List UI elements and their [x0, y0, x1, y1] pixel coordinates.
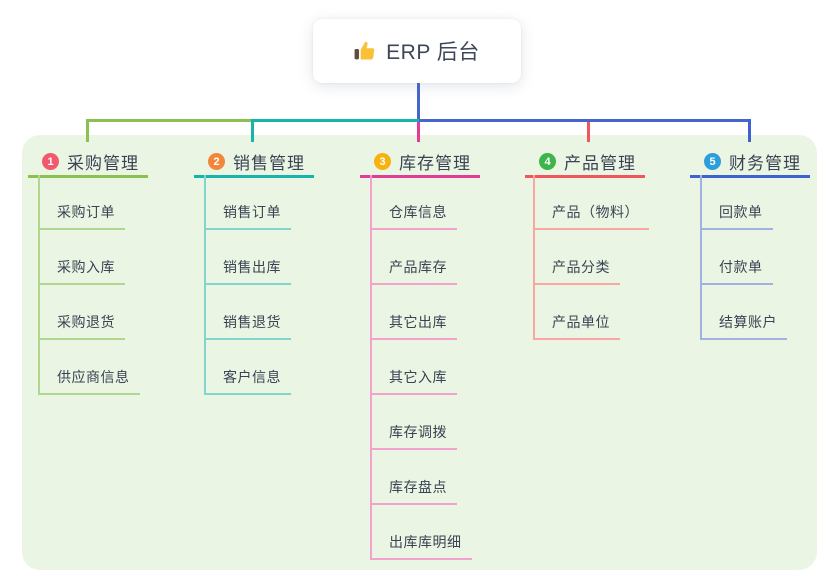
child-row: 采购入库 — [38, 230, 258, 285]
child-node[interactable]: 销售订单 — [204, 202, 291, 230]
branch-title: 产品管理 — [564, 154, 636, 173]
child-row: 产品分类 — [533, 230, 753, 285]
child-row: 产品库存 — [370, 230, 590, 285]
child-row: 结算账户 — [700, 285, 839, 340]
branch-children-3: 仓库信息产品库存其它出库其它入库库存调拨库存盘点出库库明细 — [370, 175, 590, 560]
child-node[interactable]: 结算账户 — [700, 312, 787, 340]
connector-h-segment-3 — [419, 119, 751, 122]
connector-h-segment-2 — [251, 119, 419, 122]
child-node[interactable]: 产品（物料） — [533, 202, 649, 230]
branch-children-2: 销售订单销售出库销售退货客户信息 — [204, 175, 424, 395]
branch-header-5[interactable]: 5 财务管理 — [690, 148, 810, 178]
child-row: 供应商信息 — [38, 340, 258, 395]
child-node[interactable]: 库存调拨 — [370, 422, 457, 450]
child-node[interactable]: 产品库存 — [370, 257, 457, 285]
branch-header-1[interactable]: 1 采购管理 — [28, 148, 148, 178]
branch-3-drop-line — [417, 122, 420, 142]
branch-title: 财务管理 — [729, 154, 801, 173]
branch-trunk-line — [370, 175, 372, 560]
child-row: 付款单 — [700, 230, 839, 285]
branch-4-drop-line — [587, 122, 590, 142]
branch-number-badge: 4 — [539, 153, 556, 170]
branch-children-5: 回款单付款单结算账户 — [700, 175, 839, 340]
branch-children-4: 产品（物料） 产品分类产品单位 — [533, 175, 753, 340]
branch-header-4[interactable]: 4 产品管理 — [525, 148, 645, 178]
thumbs-up-icon — [354, 41, 375, 60]
branch-header-2[interactable]: 2 销售管理 — [194, 148, 314, 178]
child-row: 采购订单 — [38, 175, 258, 230]
child-node[interactable]: 其它入库 — [370, 367, 457, 395]
child-node[interactable]: 付款单 — [700, 257, 773, 285]
child-node[interactable]: 采购退货 — [38, 312, 125, 340]
child-row: 出库库明细 — [370, 505, 590, 560]
child-row: 销售退货 — [204, 285, 424, 340]
branch-header-3[interactable]: 3 库存管理 — [360, 148, 480, 178]
branch-trunk-line — [204, 175, 206, 395]
child-node[interactable]: 库存盘点 — [370, 477, 457, 505]
background-panel — [22, 135, 817, 570]
child-row: 其它出库 — [370, 285, 590, 340]
child-node[interactable]: 客户信息 — [204, 367, 291, 395]
branch-number-badge: 2 — [208, 153, 225, 170]
child-node[interactable]: 其它出库 — [370, 312, 457, 340]
child-node[interactable]: 供应商信息 — [38, 367, 140, 395]
child-node[interactable]: 出库库明细 — [370, 532, 472, 560]
connector-h-segment-1 — [86, 119, 251, 122]
child-row: 其它入库 — [370, 340, 590, 395]
branch-1-drop-line — [86, 119, 89, 142]
branch-title: 销售管理 — [233, 154, 305, 173]
child-node[interactable]: 产品单位 — [533, 312, 620, 340]
child-row: 产品单位 — [533, 285, 753, 340]
child-node[interactable]: 采购入库 — [38, 257, 125, 285]
child-row: 销售订单 — [204, 175, 424, 230]
branch-number-badge: 1 — [42, 153, 59, 170]
child-node[interactable]: 产品分类 — [533, 257, 620, 285]
branch-title: 库存管理 — [399, 154, 471, 173]
child-row: 回款单 — [700, 175, 839, 230]
root-connector-line — [417, 83, 420, 119]
child-node[interactable]: 销售出库 — [204, 257, 291, 285]
branch-5-drop-line — [748, 119, 751, 142]
child-row: 产品（物料） — [533, 175, 753, 230]
branch-number-badge: 5 — [704, 153, 721, 170]
child-row: 库存盘点 — [370, 450, 590, 505]
child-row: 销售出库 — [204, 230, 424, 285]
branch-title: 采购管理 — [67, 154, 139, 173]
child-node[interactable]: 回款单 — [700, 202, 773, 230]
child-row: 仓库信息 — [370, 175, 590, 230]
child-node[interactable]: 销售退货 — [204, 312, 291, 340]
branch-children-1: 采购订单采购入库采购退货供应商信息 — [38, 175, 258, 395]
child-row: 采购退货 — [38, 285, 258, 340]
root-node[interactable]: ERP 后台 — [313, 19, 521, 83]
child-row: 客户信息 — [204, 340, 424, 395]
branch-trunk-line — [700, 175, 702, 340]
branch-number-badge: 3 — [374, 153, 391, 170]
branch-trunk-line — [533, 175, 535, 340]
root-title: ERP 后台 — [386, 41, 480, 64]
child-row: 库存调拨 — [370, 395, 590, 450]
branch-2-drop-line — [251, 119, 254, 142]
child-node[interactable]: 采购订单 — [38, 202, 125, 230]
child-node[interactable]: 仓库信息 — [370, 202, 457, 230]
branch-trunk-line — [38, 175, 40, 395]
